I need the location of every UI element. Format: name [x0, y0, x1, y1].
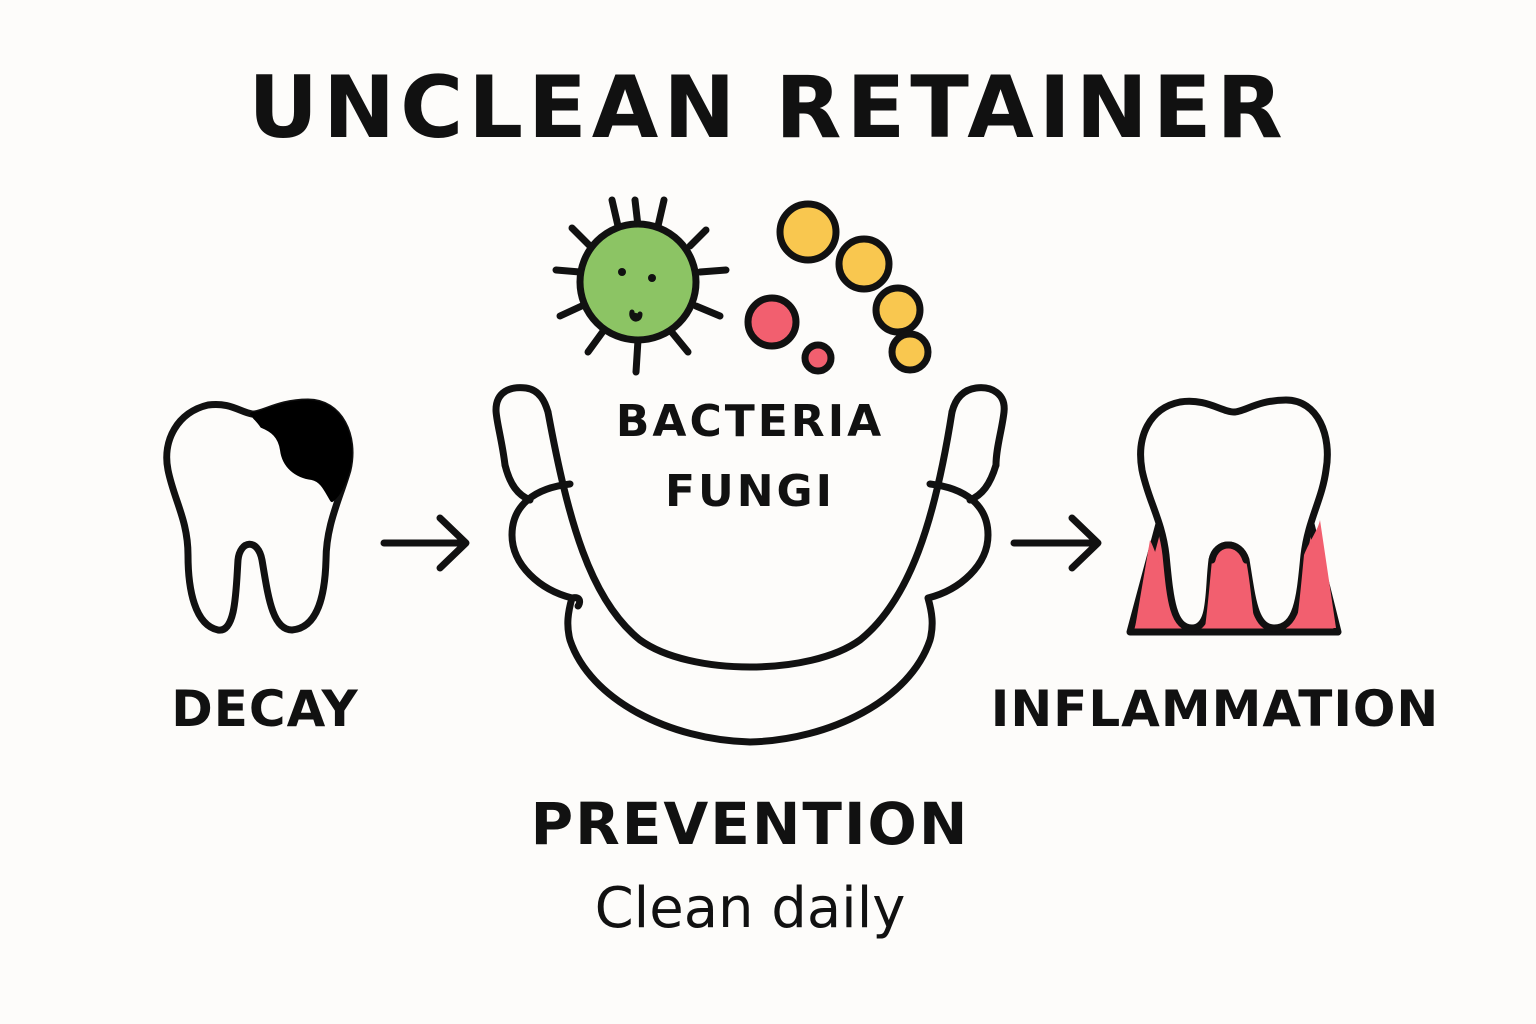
- bacteria-icon: [552, 196, 730, 376]
- arrow-right-icon: [380, 514, 470, 572]
- decay-label: DECAY: [171, 680, 359, 738]
- decayed-tooth-icon: [163, 398, 354, 634]
- prevention-heading: PREVENTION: [530, 790, 970, 858]
- bacteria-label: BACTERIA: [615, 396, 885, 447]
- arrow-right-icon: [1010, 514, 1102, 572]
- diagram-title: UNCLEAN RETAINER: [248, 58, 1288, 158]
- inflamed-gum-tooth-icon: [1126, 396, 1342, 636]
- retainer-icon: [492, 384, 1008, 746]
- prevention-subtext: Clean daily: [594, 876, 906, 941]
- fungi-label: FUNGI: [664, 466, 836, 517]
- inflammation-label: INFLAMMATION: [990, 680, 1440, 738]
- fungi-spores-icon: [744, 200, 932, 375]
